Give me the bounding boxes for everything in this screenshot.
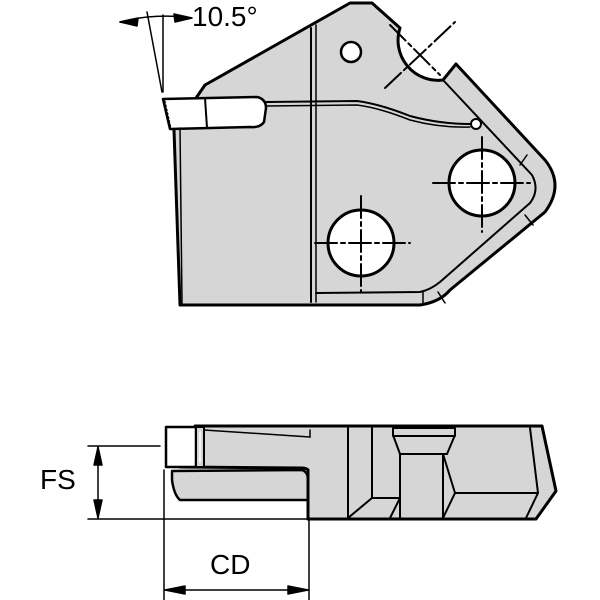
fs-dimension: [87, 445, 309, 520]
cd-dimension: [163, 469, 310, 600]
side-insert: [164, 425, 198, 469]
angle-dimension: [119, 11, 193, 93]
side-body: [178, 424, 558, 521]
slot-end-hole: [470, 118, 482, 130]
top-view: [119, 1, 557, 307]
insert-separator: [204, 97, 208, 129]
side-lower-blade: [170, 468, 310, 521]
cartridge-body: [172, 1, 557, 307]
pin-hole: [339, 40, 363, 64]
fs-label: FS: [40, 464, 76, 495]
insert-blade: [161, 95, 268, 131]
center-marks: [314, 21, 531, 293]
clamp-slot: [265, 100, 471, 125]
cd-label: CD: [210, 549, 251, 580]
angle-label: 10.5°: [192, 1, 258, 32]
side-view: [87, 424, 558, 600]
